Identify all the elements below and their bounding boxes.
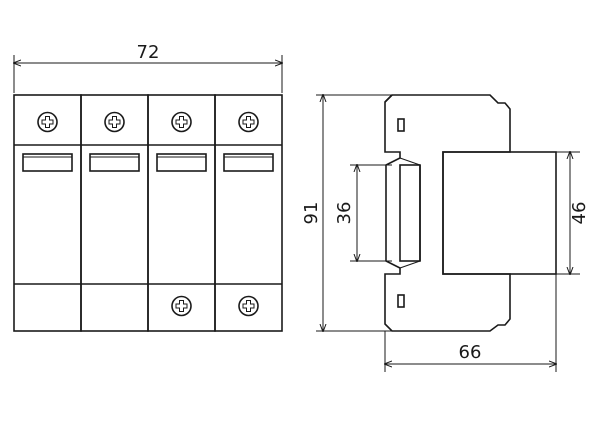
depth-dimension: 66 — [385, 274, 556, 372]
height-dimension-label: 91 — [301, 202, 322, 225]
depth-dimension-label: 66 — [459, 342, 482, 363]
status-window — [22, 153, 73, 172]
side-view: 91 36 4 — [301, 95, 590, 372]
status-window — [89, 153, 140, 172]
screw-icon — [104, 111, 125, 133]
rail-dimension: 36 — [334, 165, 392, 261]
rail-dimension-label: 36 — [334, 202, 355, 225]
status-window — [156, 153, 207, 172]
front-view: 72 — [13, 42, 283, 332]
body-dimension-label: 46 — [569, 202, 590, 225]
status-window — [223, 153, 274, 172]
slot-top — [397, 118, 405, 132]
width-dimension-label: 72 — [137, 42, 160, 63]
slot-bottom — [397, 294, 405, 308]
screw-icon — [37, 111, 58, 133]
screw-icon — [238, 295, 259, 317]
width-dimension: 72 — [14, 42, 282, 93]
module-2 — [80, 94, 149, 332]
screw-icon — [238, 111, 259, 133]
screw-icon — [171, 111, 192, 133]
body-dimension: 46 — [556, 152, 590, 274]
screw-icon — [171, 295, 192, 317]
module-1 — [13, 94, 82, 332]
height-dimension: 91 — [301, 95, 392, 331]
module-3 — [147, 94, 216, 332]
body-block — [442, 151, 557, 275]
device-profile — [384, 94, 557, 332]
module-4 — [214, 94, 283, 332]
